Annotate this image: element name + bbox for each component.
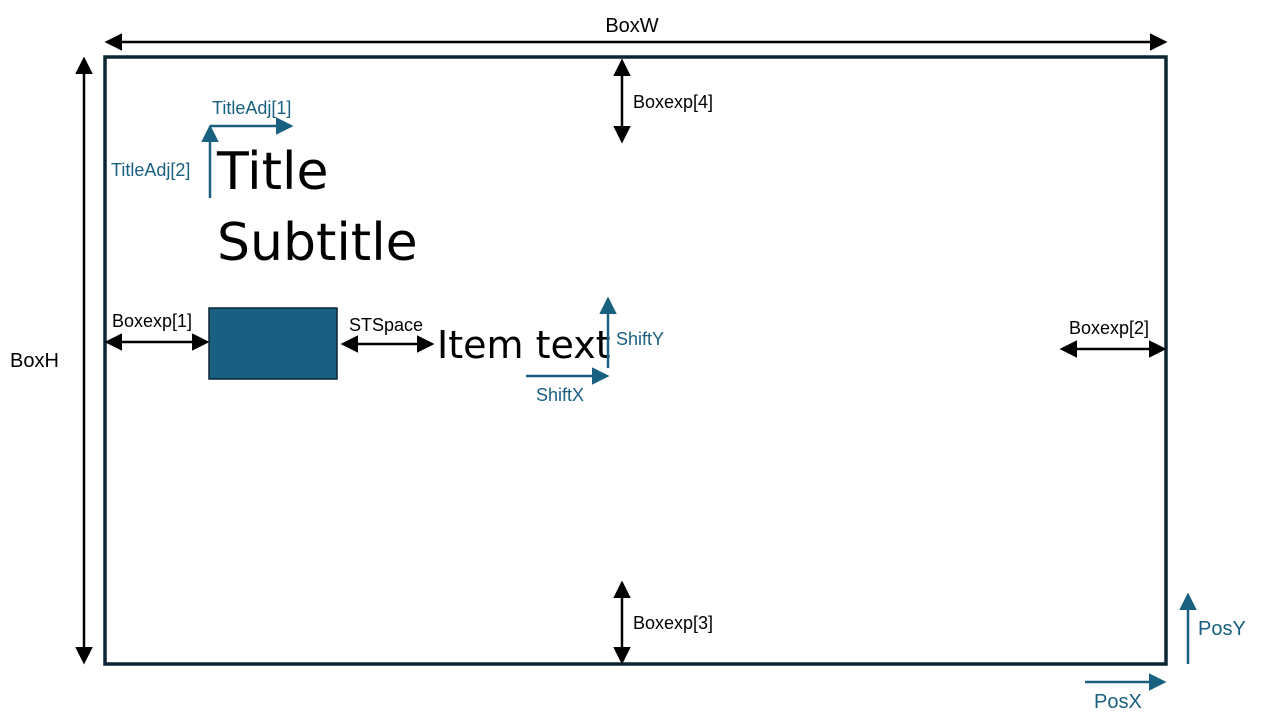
boxexp-4-label: Boxexp[4] bbox=[633, 92, 713, 112]
shift-y-label: ShiftY bbox=[616, 329, 664, 349]
pos-x-label: PosX bbox=[1094, 691, 1142, 713]
box-w-label: BoxW bbox=[605, 15, 658, 37]
boxexp-3-label: Boxexp[3] bbox=[633, 613, 713, 633]
legend-title: Title bbox=[216, 142, 328, 202]
st-space-label: STSpace bbox=[349, 315, 423, 335]
title-adj-1-label: TitleAdj[1] bbox=[212, 98, 291, 118]
shift-x-label: ShiftX bbox=[536, 385, 584, 405]
box-h-label: BoxH bbox=[10, 350, 59, 372]
boxexp-1-label: Boxexp[1] bbox=[112, 311, 192, 331]
pos-y-label: PosY bbox=[1198, 618, 1246, 640]
legend-swatch bbox=[208, 307, 338, 380]
legend-subtitle: Subtitle bbox=[217, 213, 418, 273]
boxexp-2-label: Boxexp[2] bbox=[1069, 318, 1149, 338]
item-text: Item text bbox=[437, 323, 611, 367]
legend-box bbox=[103, 55, 1168, 666]
title-adj-2-label: TitleAdj[2] bbox=[111, 160, 190, 180]
